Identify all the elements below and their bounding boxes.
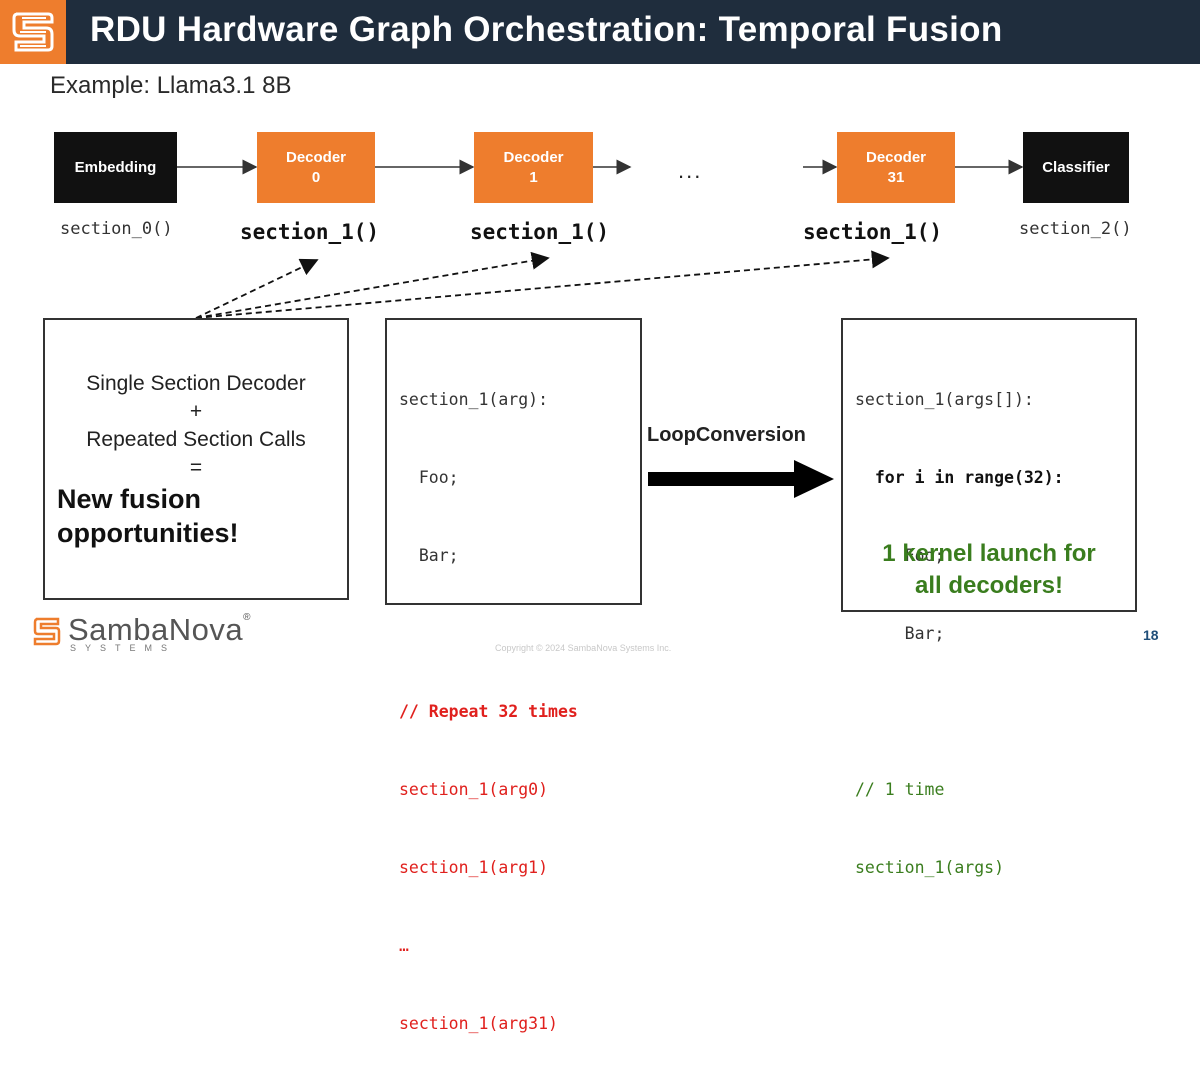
code-line: section_1(arg1): [399, 858, 549, 877]
section-label: section_1(): [240, 220, 380, 244]
note-line: all decoders!: [914, 572, 1064, 599]
code-line: section_1(arg0): [399, 780, 549, 799]
pipeline-arrows: [177, 159, 1024, 498]
block-index: 1: [529, 168, 538, 186]
code-line: section_1(arg31): [399, 1014, 558, 1033]
section-label: section_2(): [1019, 219, 1132, 239]
summary-line: Single Section Decoder: [86, 372, 306, 395]
code-line: [855, 699, 1064, 725]
fusion-highlight: New fusion opportunities!: [57, 482, 238, 550]
section-label: section_0(): [60, 219, 173, 239]
code-line: section_1(arg):: [399, 390, 549, 409]
classifier-block: Classifier: [1023, 132, 1129, 203]
fusion-summary-text: Single Section Decoder + Repeated Sectio…: [45, 370, 347, 482]
fusion-summary-panel: Single Section Decoder + Repeated Sectio…: [43, 318, 349, 600]
slide-subtitle: Example: Llama3.1 8B: [50, 72, 292, 99]
loop-conversion-label: LoopConversion: [647, 424, 806, 446]
brand-subtitle: SYSTEMS: [70, 643, 177, 653]
code-block: section_1(arg): Foo; Bar; // Repeat 32 t…: [399, 335, 578, 1089]
decoder-0-block: Decoder 0: [257, 132, 375, 203]
code-line: …: [399, 936, 409, 955]
decoder-1-block: Decoder 1: [474, 132, 593, 203]
block-label: Decoder: [503, 148, 564, 166]
block-index: 31: [887, 168, 905, 186]
repeated-calls-code-panel: section_1(arg): Foo; Bar; // Repeat 32 t…: [385, 318, 642, 1033]
block-label: Decoder: [865, 148, 927, 166]
code-line: section_1(args[]):: [855, 390, 1034, 409]
section-label: section_1(): [803, 220, 943, 244]
dashed-arrow-icon: [195, 250, 890, 319]
highlight-line: New fusion: [57, 484, 202, 514]
dashed-arrow-icon: [195, 251, 550, 319]
registered-mark: ®: [243, 612, 251, 623]
loop-converted-code-panel: section_1(args[]): for i in range(32): F…: [841, 318, 1137, 877]
page-number: 18: [1143, 627, 1159, 643]
summary-line: =: [189, 456, 203, 479]
block-label: Classifier: [1042, 158, 1110, 176]
summary-line: Repeated Section Calls: [86, 428, 306, 451]
code-comment: // Repeat 32 times: [399, 702, 578, 721]
code-line: Bar;: [855, 624, 945, 643]
code-line: Foo;: [399, 468, 459, 487]
loop-conversion-arrow: [648, 460, 834, 498]
block-label: Embedding: [74, 158, 157, 176]
section-label: section_1(): [470, 220, 610, 244]
code-comment: // 1 time: [855, 780, 945, 799]
code-block: section_1(args[]): for i in range(32): F…: [855, 335, 1064, 933]
dashed-arrow-icon: [195, 258, 319, 319]
copyright-notice: Copyright © 2024 SambaNova Systems Inc.: [495, 643, 672, 653]
title-bar: [0, 0, 1200, 64]
brand-wordmark: SambaNova®: [68, 612, 250, 648]
highlight-line: opportunities!: [57, 518, 239, 548]
sambanova-logo-icon: [0, 0, 66, 64]
kernel-launch-note: 1 kernel launch for all decoders!: [843, 538, 1135, 602]
brand-name: SambaNova: [68, 612, 244, 647]
code-line: for i in range(32):: [855, 468, 1064, 487]
pipeline-ellipsis: ...: [678, 158, 703, 183]
embedding-block: Embedding: [54, 132, 177, 203]
decoder-31-block: Decoder 31: [837, 132, 955, 203]
code-line: section_1(args): [855, 858, 1005, 877]
code-line: Foo;: [855, 546, 945, 565]
summary-line: +: [189, 400, 203, 423]
block-label: Decoder: [285, 148, 347, 166]
block-index: 0: [311, 168, 321, 186]
sambanova-logo-icon: [30, 614, 64, 653]
note-line: 1 kernel launch for: [882, 540, 1096, 567]
slide-title: RDU Hardware Graph Orchestration: Tempor…: [90, 10, 1003, 49]
code-line: Bar;: [399, 546, 459, 565]
